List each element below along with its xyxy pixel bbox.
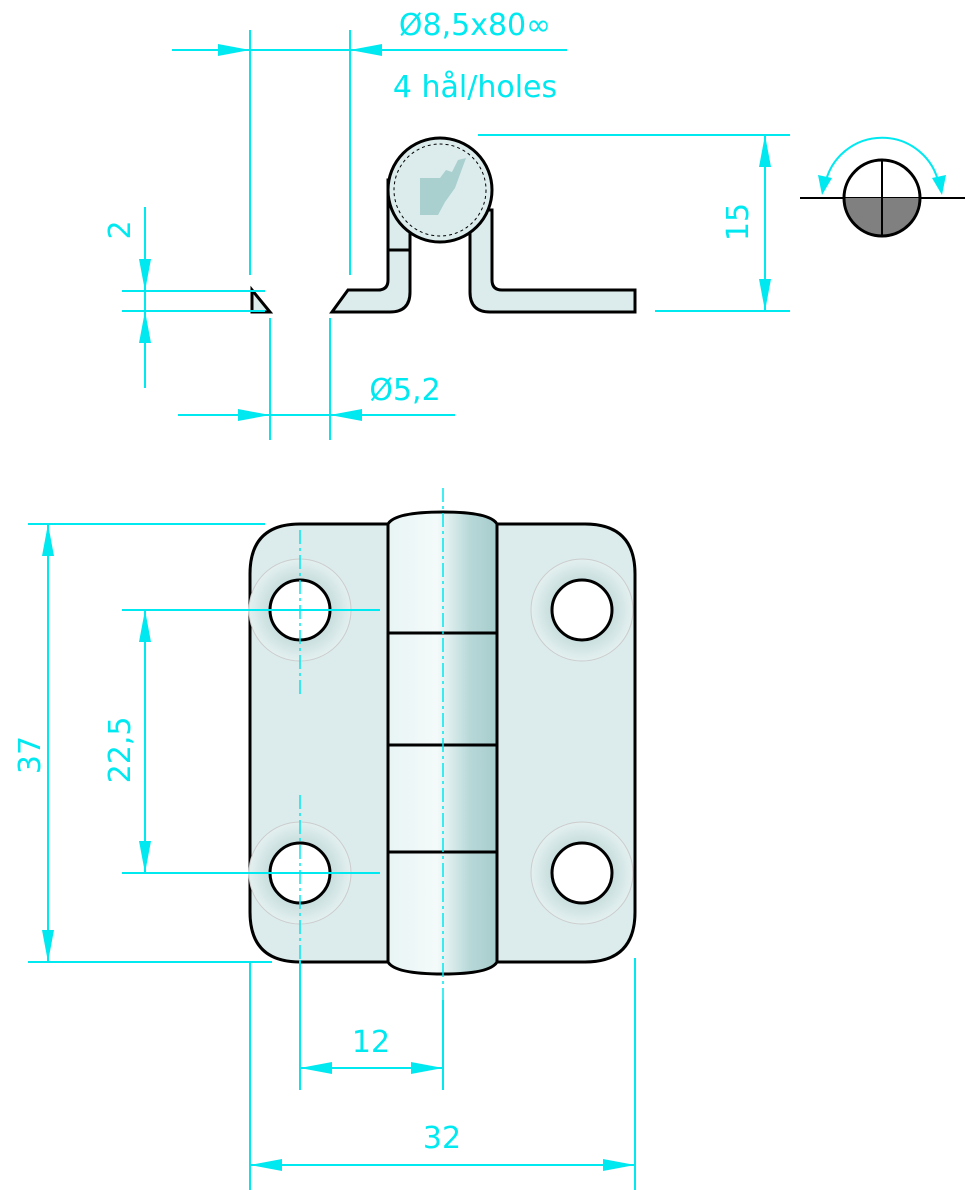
rotation-symbol-icon bbox=[800, 136, 965, 238]
hole-spacing-label: 22,5 bbox=[103, 717, 138, 784]
hole bbox=[550, 578, 614, 642]
height-label: 15 bbox=[721, 203, 756, 241]
right-flange bbox=[468, 208, 637, 314]
side-view: Ø8,5x80∞ 4 hål/holes 15 2 bbox=[103, 8, 965, 440]
logo-icon bbox=[420, 158, 466, 215]
hole-offset-label: 12 bbox=[352, 1025, 390, 1060]
hole bbox=[550, 841, 614, 905]
width-label: 32 bbox=[423, 1121, 461, 1156]
top-view: 37 22,5 12 32 bbox=[13, 488, 637, 1190]
pin-diameter-label: Ø5,2 bbox=[369, 373, 440, 408]
hole-count-label: 4 hål/holes bbox=[393, 70, 557, 105]
hole-spec-label: Ø8,5x80∞ bbox=[399, 8, 551, 43]
thickness-label: 2 bbox=[103, 220, 138, 239]
length-label: 37 bbox=[13, 736, 48, 774]
flange-tip bbox=[250, 285, 274, 314]
